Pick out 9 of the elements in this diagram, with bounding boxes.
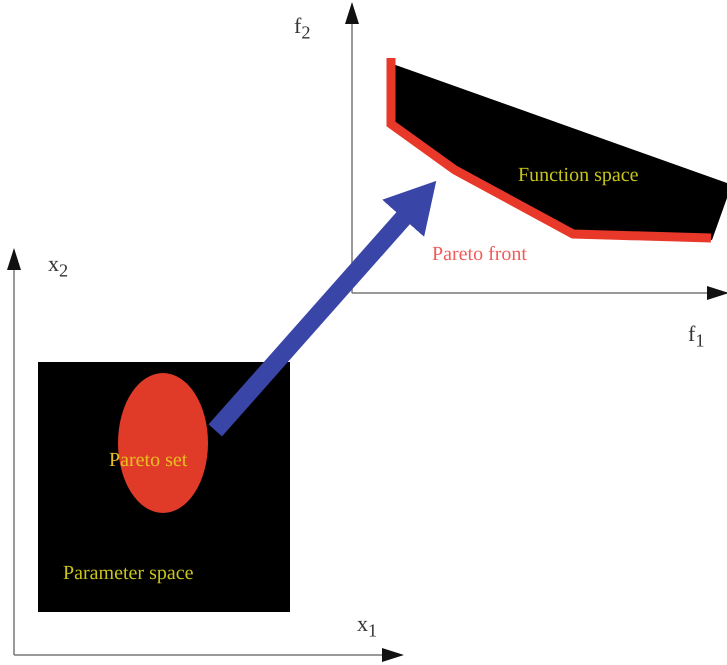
region-label: Function space <box>518 164 639 186</box>
axis-label: f$_{1}$ <box>688 322 704 352</box>
region-label: Pareto front <box>432 243 527 265</box>
region-panel <box>38 362 290 612</box>
arrow <box>208 180 436 436</box>
axis-label: x$_{1}$ <box>357 612 378 642</box>
region-label: Parameter space <box>63 562 194 584</box>
axis-label: x$_{2}$ <box>48 252 68 282</box>
axis-label: f$_{2}$ <box>294 14 310 44</box>
